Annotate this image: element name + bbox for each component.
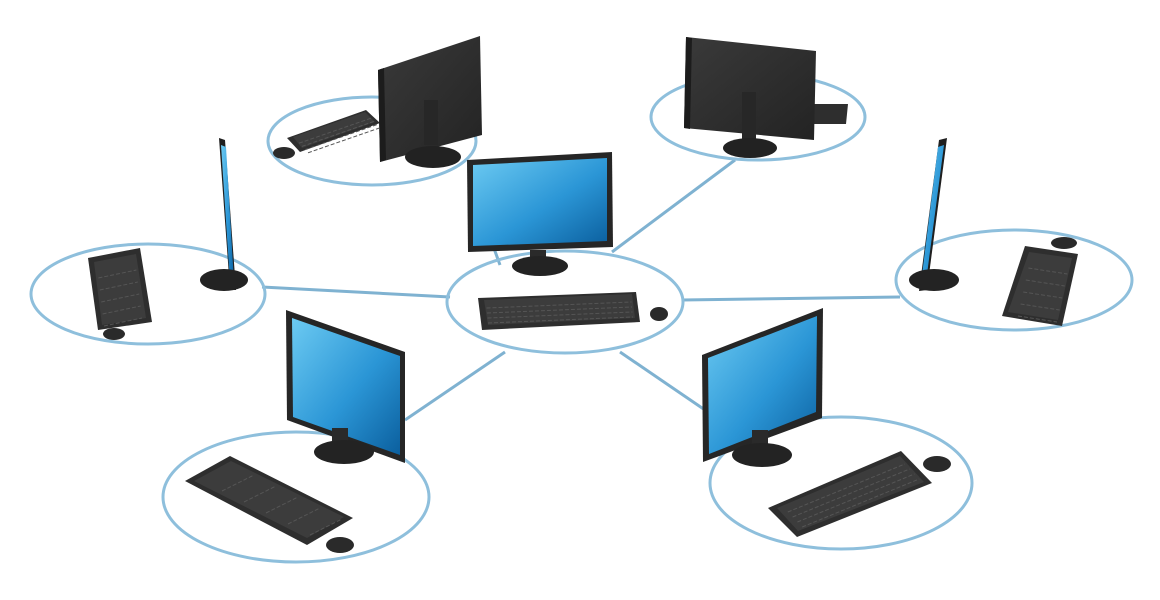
keyboard-key-row [102, 305, 141, 315]
link-top-right [611, 158, 736, 254]
monitor-edge-icon [200, 138, 248, 291]
mouse-icon [1051, 237, 1077, 249]
keyboard-key-row [1020, 303, 1060, 311]
mouse-icon [650, 307, 668, 321]
keyboard-key-row [1028, 267, 1068, 275]
keyboard-key-row [301, 120, 375, 147]
keyboard-key-row [802, 478, 920, 528]
keyboard-icon [1002, 246, 1078, 326]
keyboard-icon [478, 292, 640, 330]
keyboard-key-row [1025, 279, 1065, 287]
keyboard-key-row [1023, 291, 1063, 299]
keyboard-key-row [298, 117, 372, 144]
keyboard-key-row [307, 127, 381, 154]
keyboard-key-row [103, 317, 143, 327]
mouse-icon [923, 456, 951, 472]
workstation-bottom-right [702, 308, 974, 551]
workstation-ring [894, 228, 1134, 332]
keyboard-icon [768, 451, 932, 537]
link-right [681, 295, 901, 302]
monitor-icon [702, 308, 823, 467]
keyboard-key-row [787, 463, 905, 513]
keyboard-key-rows [98, 117, 1068, 536]
keyboard-key-row [486, 301, 632, 309]
monitor-icon [286, 310, 405, 464]
workstation-ring [266, 95, 478, 187]
monitor-edge-icon [909, 138, 959, 291]
workstation-top-left [266, 36, 482, 187]
monitor-icon [467, 152, 613, 276]
keyboard-key-row [792, 468, 910, 518]
workstation-left [29, 138, 267, 346]
keyboard-key-row [1017, 315, 1058, 323]
keyboard-key-row [797, 473, 915, 523]
mouse-icon [103, 328, 125, 340]
workstation-top-right [649, 37, 867, 162]
link-bottom-left [404, 350, 506, 422]
monitor-back-icon [378, 36, 482, 168]
workstation-bottom-left [161, 310, 431, 564]
workstation-center [445, 152, 685, 355]
link-bottom-right [619, 350, 706, 412]
workstation-ring [29, 242, 267, 346]
workstation-ring [708, 415, 974, 551]
keyboard-key-row [304, 124, 378, 151]
workstation-ring [445, 249, 685, 355]
workstation-ring [161, 430, 431, 564]
monitor-back-icon [684, 37, 816, 158]
link-left [261, 285, 451, 299]
keyboard-icon [88, 248, 152, 330]
keyboard-key-row [99, 281, 138, 291]
network-links [261, 158, 901, 422]
keyboard-key-row [487, 311, 633, 319]
keyboard-key-row [487, 316, 634, 324]
mouse-icon [273, 147, 295, 159]
keyboard-icon [185, 456, 353, 545]
keyboard-key-row [486, 306, 633, 314]
keyboard-key-row [98, 269, 137, 279]
keyboard-key-row [101, 293, 140, 303]
workstation-right [894, 138, 1134, 332]
mouse-icon [326, 537, 354, 553]
